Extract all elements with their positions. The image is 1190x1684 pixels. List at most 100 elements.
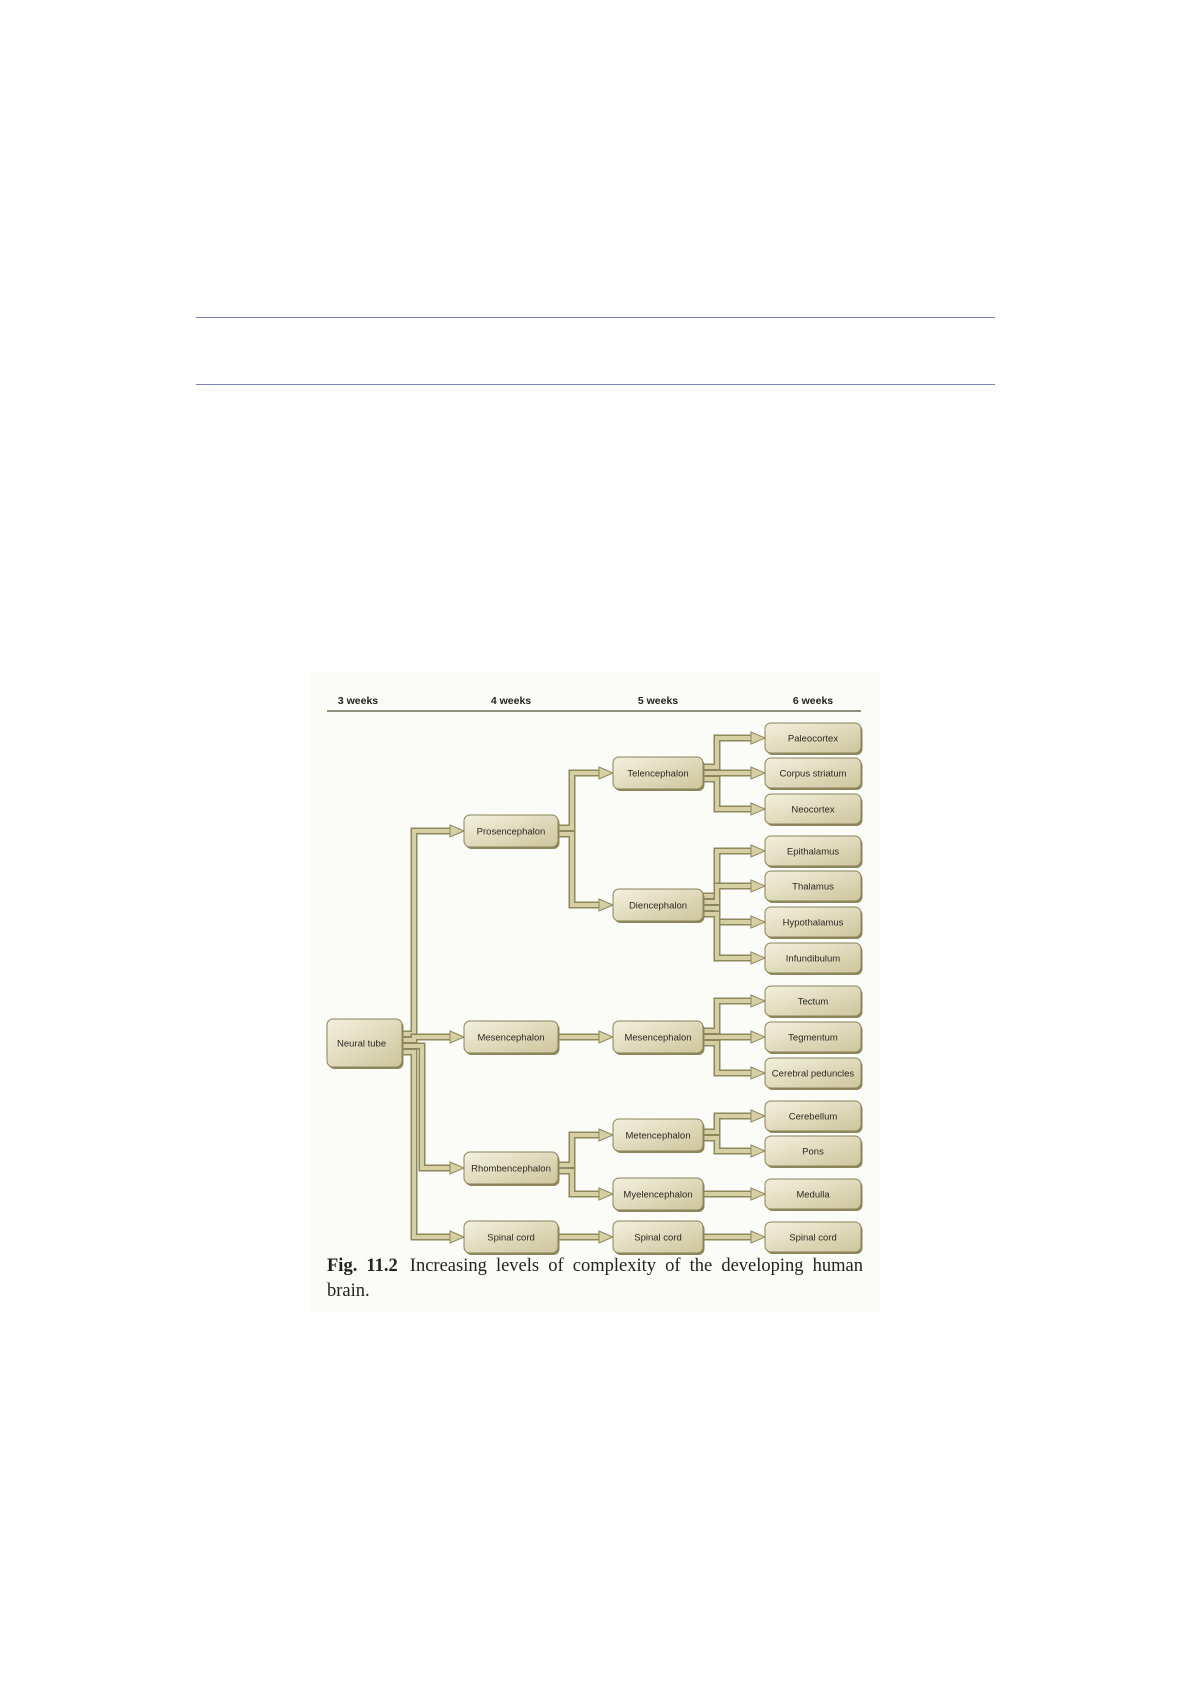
arrowhead (598, 898, 615, 912)
node-pons: Pons (764, 1135, 863, 1168)
connector-arrow (703, 1136, 755, 1153)
connector-arrow (558, 1169, 603, 1196)
column-header: 3 weeks (338, 695, 378, 707)
node-spin2: Spinal cord (612, 1220, 705, 1255)
node-mes2: Mesencephalon (612, 1020, 705, 1055)
connector-arrow (558, 771, 603, 830)
arrowhead (750, 766, 767, 780)
node-box (612, 1177, 704, 1211)
node-box (326, 1018, 403, 1068)
node-label: Cerebral peduncles (772, 1069, 855, 1080)
node-label: Hypothalamus (783, 918, 844, 929)
connector-arrow (703, 1114, 755, 1134)
node-epi: Epithalamus (764, 835, 863, 868)
node-neo: Neocortex (764, 793, 863, 826)
column-header: 4 weeks (491, 695, 531, 707)
connector-arrow (558, 1133, 603, 1167)
connector-arrow (703, 777, 755, 811)
node-label: Thalamus (792, 882, 834, 893)
node-label: Prosencephalon (477, 827, 546, 838)
arrowhead (449, 1230, 466, 1244)
connector-arrow (703, 736, 755, 769)
node-spin3: Spinal cord (764, 1221, 863, 1254)
node-label: Telencephalon (627, 769, 688, 780)
arrowhead (750, 1030, 767, 1044)
node-box (764, 1221, 862, 1253)
node-corpus: Corpus striatum (764, 757, 863, 790)
arrowhead (750, 844, 767, 858)
node-label: Cerebellum (789, 1112, 838, 1123)
node-box (764, 870, 862, 902)
header-rule-top (196, 317, 995, 318)
node-paleo: Paleocortex (764, 722, 863, 755)
node-medulla: Medulla (764, 1178, 863, 1211)
node-label: Mesencephalon (624, 1033, 691, 1044)
arrowhead (598, 1187, 615, 1201)
column-header: 5 weeks (638, 695, 678, 707)
arrowhead (750, 1187, 767, 1201)
node-spin1: Spinal cord (463, 1220, 560, 1255)
connector-arrow (402, 1050, 454, 1239)
node-cereb_ped: Cerebral peduncles (764, 1057, 863, 1090)
node-box (463, 1151, 559, 1185)
node-tect: Tectum (764, 985, 863, 1018)
node-box (764, 793, 862, 825)
column-header: 6 weeks (793, 695, 833, 707)
node-dien: Diencephalon (612, 888, 705, 923)
arrowhead (449, 1161, 466, 1175)
node-box (764, 1021, 862, 1053)
node-box (463, 814, 559, 848)
connector-arrow (703, 912, 755, 960)
node-infund: Infundibulum (764, 942, 863, 975)
connector-arrow (402, 1035, 454, 1042)
arrowhead (750, 1109, 767, 1123)
node-myel: Myelencephalon (612, 1177, 705, 1212)
connector-arrow (402, 829, 454, 1036)
node-box (612, 888, 704, 922)
node-label: Pons (802, 1147, 824, 1158)
arrowhead (750, 915, 767, 929)
node-label: Mesencephalon (477, 1033, 544, 1044)
node-box (764, 835, 862, 867)
caption-text: Increasing levels of complexity of the d… (327, 1256, 864, 1301)
node-box (463, 1020, 559, 1054)
connector-arrow (703, 884, 755, 904)
arrowhead (750, 1230, 767, 1244)
node-label: Paleocortex (788, 734, 838, 745)
arrowhead (598, 1230, 615, 1244)
arrowhead (598, 1030, 615, 1044)
connector-arrow (703, 999, 755, 1033)
node-label: Tectum (798, 997, 829, 1008)
node-box (764, 1057, 862, 1089)
node-label: Rhombencephalon (471, 1164, 551, 1175)
connector-arrow (703, 849, 755, 898)
node-neural: Neural tube (326, 1018, 404, 1069)
node-box (764, 757, 862, 789)
node-label: Infundibulum (786, 954, 840, 965)
node-label: Diencephalon (629, 901, 687, 912)
arrowhead (750, 1066, 767, 1080)
node-box (764, 985, 862, 1017)
arrowhead (750, 731, 767, 745)
node-label: Medulla (796, 1190, 830, 1201)
node-rhomb: Rhombencephalon (463, 1151, 560, 1186)
node-box (764, 906, 862, 938)
node-box (612, 756, 704, 790)
arrowhead (750, 802, 767, 816)
connector-arrow (558, 832, 603, 907)
node-tegm: Tegmentum (764, 1021, 863, 1054)
node-met: Metencephalon (612, 1118, 705, 1153)
connector-arrow (402, 1044, 454, 1170)
node-mes1: Mesencephalon (463, 1020, 560, 1055)
node-cerebellum: Cerebellum (764, 1100, 863, 1133)
arrowhead (750, 1144, 767, 1158)
node-hypo: Hypothalamus (764, 906, 863, 939)
node-label: Metencephalon (626, 1131, 691, 1142)
node-tel: Telencephalon (612, 756, 705, 791)
arrowhead (598, 766, 615, 780)
node-box (764, 722, 862, 754)
node-box (612, 1020, 704, 1054)
node-box (612, 1118, 704, 1152)
node-label: Spinal cord (487, 1233, 535, 1244)
